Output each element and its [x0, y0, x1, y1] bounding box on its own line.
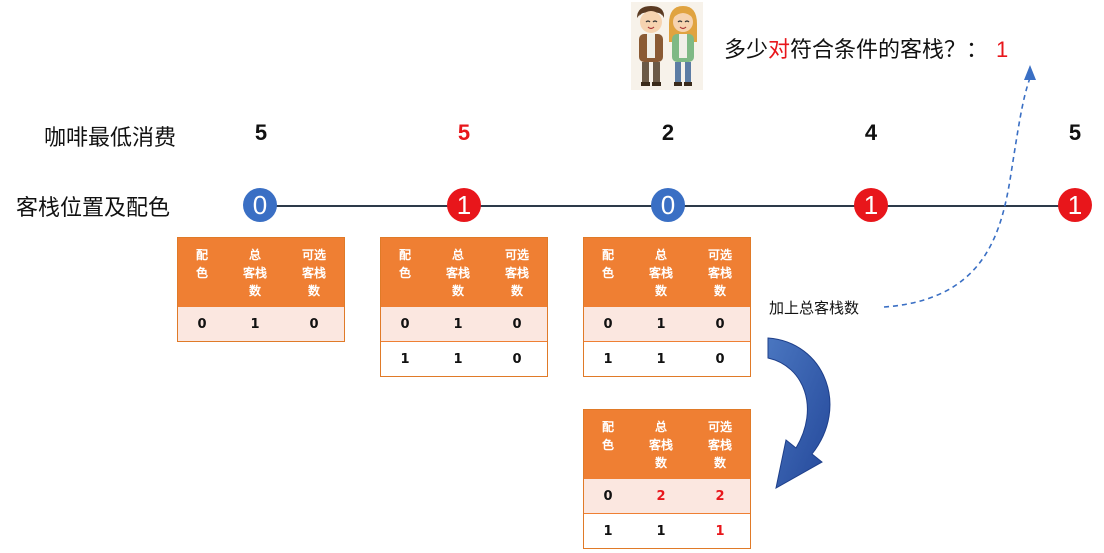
cell: 1	[603, 351, 613, 367]
position-row-label: 客栈位置及配色	[16, 196, 171, 221]
question-text: 多少对符合条件的客栈？： 1	[724, 32, 1008, 64]
cell: 1	[603, 523, 613, 539]
table-header: 配 色 总 客栈 数 可选 客栈 数	[584, 410, 750, 478]
cell: 0	[512, 316, 522, 332]
table-header: 配 色 总 客栈 数 可选 客栈 数	[178, 238, 344, 306]
inn-node: 0	[651, 188, 685, 222]
cost-value: 5	[1068, 120, 1082, 145]
header-selectable: 可选 客栈 数	[707, 420, 732, 470]
cell: 1	[250, 316, 260, 332]
header-color: 配 色	[195, 248, 208, 280]
curved-down-arrow-icon	[767, 337, 831, 489]
table-header: 配 色 总 客栈 数 可选 客栈 数	[381, 238, 547, 306]
cell: 0	[603, 488, 613, 504]
question-prefix: 多少	[724, 38, 769, 63]
cell: 0	[512, 351, 522, 367]
cell: 0	[715, 316, 725, 332]
header-total: 总 客栈 数	[445, 248, 470, 298]
cell: 1	[656, 523, 666, 539]
cost-value: 4	[864, 120, 878, 145]
cell: 2	[656, 488, 666, 504]
cell: 1	[453, 351, 463, 367]
header-selectable: 可选 客栈 数	[301, 248, 326, 298]
table-row: 1 1 1	[584, 513, 750, 548]
header-total: 总 客栈 数	[648, 420, 673, 470]
inn-node: 1	[1058, 188, 1092, 222]
annotation-label: 加上总客栈数	[769, 299, 860, 317]
table-row: 0 1 0	[178, 306, 344, 341]
header-color: 配 色	[398, 248, 411, 280]
updated-state-table: 配 色 总 客栈 数 可选 客栈 数 0 2 2 1 1 1	[583, 409, 751, 549]
header-selectable: 可选 客栈 数	[707, 248, 732, 298]
cost-value: 2	[661, 120, 675, 145]
cell: 1	[400, 351, 410, 367]
table-row: 0 1 0	[584, 306, 750, 341]
table-row: 1 1 0	[381, 341, 547, 376]
cell: 0	[309, 316, 319, 332]
question-answer: 1	[996, 37, 1009, 62]
header-total: 总 客栈 数	[242, 248, 267, 298]
cell: 1	[656, 316, 666, 332]
table-header: 配 色 总 客栈 数 可选 客栈 数	[584, 238, 750, 306]
cell: 1	[453, 316, 463, 332]
inn-node: 0	[243, 188, 277, 222]
cell: 0	[400, 316, 410, 332]
couple-illustration	[631, 2, 703, 90]
cell: 0	[197, 316, 207, 332]
cost-value: 5	[254, 120, 268, 145]
header-color: 配 色	[601, 248, 614, 280]
cost-row-label: 咖啡最低消费	[44, 126, 177, 151]
table-row: 0 1 0	[381, 306, 547, 341]
cell: 1	[715, 523, 725, 539]
cell: 2	[715, 488, 725, 504]
cost-value: 5	[457, 120, 471, 145]
cell: 1	[656, 351, 666, 367]
header-total: 总 客栈 数	[648, 248, 673, 298]
state-table: 配 色 总 客栈 数 可选 客栈 数 0 1 0 1 1 0	[380, 237, 548, 377]
question-suffix: 符合条件的客栈？：	[790, 38, 989, 63]
table-row: 0 2 2	[584, 478, 750, 513]
state-table: 配 色 总 客栈 数 可选 客栈 数 0 1 0 1 1 0	[583, 237, 751, 377]
inn-node: 1	[854, 188, 888, 222]
cell: 0	[603, 316, 613, 332]
question-highlight: 对	[768, 38, 791, 63]
header-selectable: 可选 客栈 数	[504, 248, 529, 298]
header-color: 配 色	[601, 420, 614, 452]
state-table: 配 色 总 客栈 数 可选 客栈 数 0 1 0	[177, 237, 345, 342]
table-row: 1 1 0	[584, 341, 750, 376]
inn-node: 1	[447, 188, 481, 222]
cell: 0	[715, 351, 725, 367]
